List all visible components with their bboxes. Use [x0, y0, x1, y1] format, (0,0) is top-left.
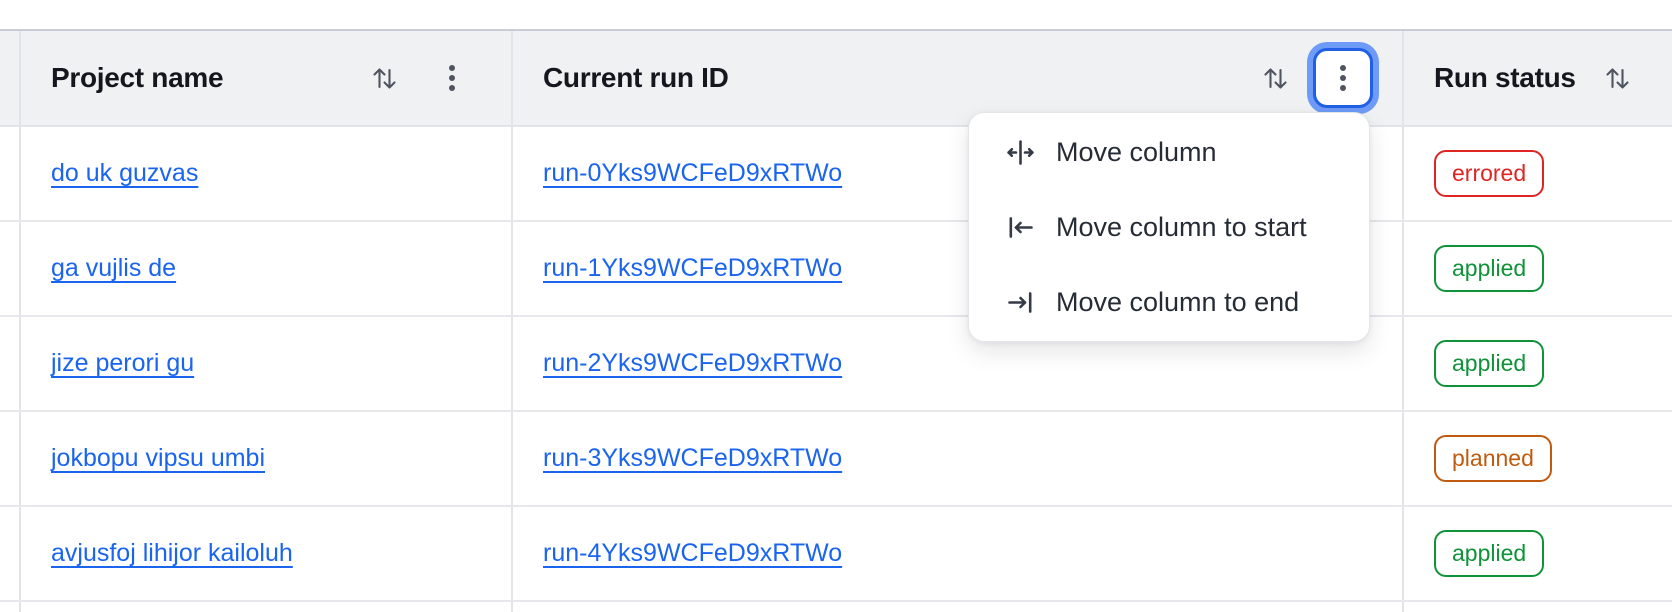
project-name-cell	[21, 602, 513, 612]
project-name-column-menu-button[interactable]	[422, 48, 482, 108]
run-id-link[interactable]: run-1Yks9WCFeD9xRTWo	[543, 254, 843, 282]
table-row: ga vujlis de run-1Yks9WCFeD9xRTWo applie…	[0, 222, 1672, 317]
menu-item-move-column-to-end[interactable]: Move column to end	[969, 266, 1369, 338]
project-name-cell: jokbopu vipsu umbi	[21, 412, 513, 505]
table-header-row: Project name Current run ID	[0, 31, 1672, 127]
current-run-id-header-controls	[1262, 48, 1373, 108]
projects-table: Project name Current run ID	[0, 29, 1672, 612]
status-badge: applied	[1434, 530, 1545, 577]
sort-icon[interactable]	[1604, 63, 1631, 94]
table-row: jize perori gu run-2Yks9WCFeD9xRTWo appl…	[0, 317, 1672, 412]
kebab-icon	[1340, 65, 1346, 91]
table-row: avjusfoj lihijor kailoluh run-4Yks9WCFeD…	[0, 507, 1672, 602]
project-name-cell: ga vujlis de	[21, 222, 513, 315]
column-label-project-name: Project name	[51, 62, 224, 93]
table-row: do uk guzvas run-0Yks9WCFeD9xRTWo errore…	[0, 127, 1672, 222]
column-header-run-status: Run status	[1404, 31, 1672, 125]
status-badge: applied	[1434, 245, 1545, 292]
stub-cell	[0, 507, 21, 600]
run-id-cell: run-4Yks9WCFeD9xRTWo	[513, 507, 1404, 600]
status-badge: planned	[1434, 435, 1552, 482]
status-badge: applied	[1434, 340, 1545, 387]
kebab-icon	[449, 65, 455, 91]
menu-item-label: Move column to start	[1056, 211, 1307, 242]
column-options-menu: Move column Move column to start Move co…	[968, 112, 1370, 342]
column-header-current-run-id: Current run ID	[513, 31, 1404, 125]
stub-cell	[0, 317, 21, 410]
run-id-link[interactable]: run-4Yks9WCFeD9xRTWo	[543, 539, 843, 567]
move-column-to-start-icon	[1009, 216, 1033, 238]
sort-icon[interactable]	[371, 63, 398, 94]
column-header-project-name: Project name	[21, 31, 513, 125]
project-link[interactable]: jokbopu vipsu umbi	[51, 444, 266, 472]
run-id-link[interactable]: run-0Yks9WCFeD9xRTWo	[543, 159, 843, 187]
status-badge: errored	[1434, 150, 1545, 197]
menu-item-move-column[interactable]: Move column	[969, 116, 1369, 188]
stub-cell	[0, 222, 21, 315]
project-name-cell: jize perori gu	[21, 317, 513, 410]
table-row: jokbopu vipsu umbi run-3Yks9WCFeD9xRTWo …	[0, 412, 1672, 507]
top-whitespace	[0, 0, 1672, 29]
run-status-cell: applied	[1404, 507, 1672, 600]
column-label-current-run-id: Current run ID	[543, 62, 729, 93]
project-link[interactable]: avjusfoj lihijor kailoluh	[51, 539, 293, 567]
project-link[interactable]: ga vujlis de	[51, 254, 177, 282]
run-status-cell: applied	[1404, 222, 1672, 315]
stub-cell	[0, 602, 21, 612]
project-link[interactable]: jize perori gu	[51, 349, 195, 377]
project-name-cell: avjusfoj lihijor kailoluh	[21, 507, 513, 600]
menu-item-label: Move column to end	[1056, 286, 1300, 317]
run-status-cell: errored	[1404, 127, 1672, 220]
sort-icon[interactable]	[1262, 63, 1289, 94]
run-id-cell: run-0Yks9WCFeD9xRTWo	[513, 127, 1404, 220]
move-column-to-end-icon	[1008, 291, 1032, 313]
run-id-cell	[513, 602, 1404, 612]
run-id-cell: run-1Yks9WCFeD9xRTWo	[513, 222, 1404, 315]
stub-cell	[0, 127, 21, 220]
run-status-cell	[1404, 602, 1672, 612]
stub-column-header	[0, 31, 21, 125]
run-status-cell: applied	[1404, 317, 1672, 410]
run-id-link[interactable]: run-2Yks9WCFeD9xRTWo	[543, 349, 843, 377]
move-column-icon	[1007, 139, 1034, 165]
menu-item-label: Move column	[1056, 136, 1217, 167]
run-id-cell: run-3Yks9WCFeD9xRTWo	[513, 412, 1404, 505]
project-name-cell: do uk guzvas	[21, 127, 513, 220]
menu-item-move-column-to-start[interactable]: Move column to start	[969, 191, 1369, 263]
project-link[interactable]: do uk guzvas	[51, 159, 199, 187]
column-label-run-status: Run status	[1434, 62, 1576, 93]
current-run-id-column-menu-button[interactable]	[1313, 48, 1373, 108]
run-id-cell: run-2Yks9WCFeD9xRTWo	[513, 317, 1404, 410]
stub-cell	[0, 412, 21, 505]
project-name-header-controls	[371, 48, 482, 108]
run-status-cell: planned	[1404, 412, 1672, 505]
run-id-link[interactable]: run-3Yks9WCFeD9xRTWo	[543, 444, 843, 472]
partial-table-row	[0, 602, 1672, 612]
